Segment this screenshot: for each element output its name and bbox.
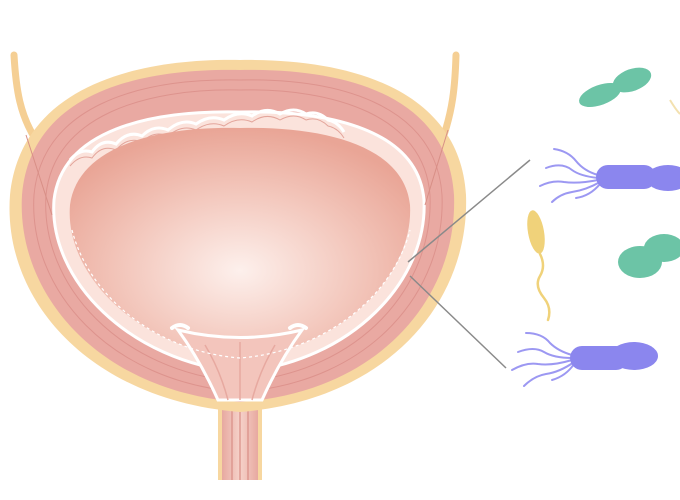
urothelium-wavy-line-shadow bbox=[69, 115, 345, 167]
left-ureter bbox=[10, 51, 40, 144]
bladder-lumen bbox=[69, 127, 411, 359]
spirochete-bacterium bbox=[527, 210, 551, 322]
right-ureter bbox=[440, 51, 460, 139]
wall-guide-right bbox=[424, 129, 449, 206]
bladder-neck-folds bbox=[204, 342, 276, 401]
urethra-lines bbox=[231, 400, 249, 480]
coccus-bacterium-top bbox=[579, 67, 652, 108]
flagellated-rod-bacterium-lower bbox=[511, 332, 658, 387]
urothelium-wavy-line bbox=[68, 108, 346, 161]
flagellated-rod-bacterium-upper bbox=[539, 148, 680, 203]
dashed-inner-wall bbox=[71, 229, 411, 359]
coccus-bacterium-middle bbox=[618, 234, 680, 278]
callout-line-lower bbox=[409, 275, 507, 369]
partial-spirochete-edge bbox=[669, 99, 680, 115]
callout-line-upper bbox=[407, 159, 531, 263]
wall-guide-left bbox=[25, 134, 53, 216]
ureteric-orifice-right bbox=[288, 323, 308, 330]
ureteric-orifice-left bbox=[170, 323, 190, 330]
